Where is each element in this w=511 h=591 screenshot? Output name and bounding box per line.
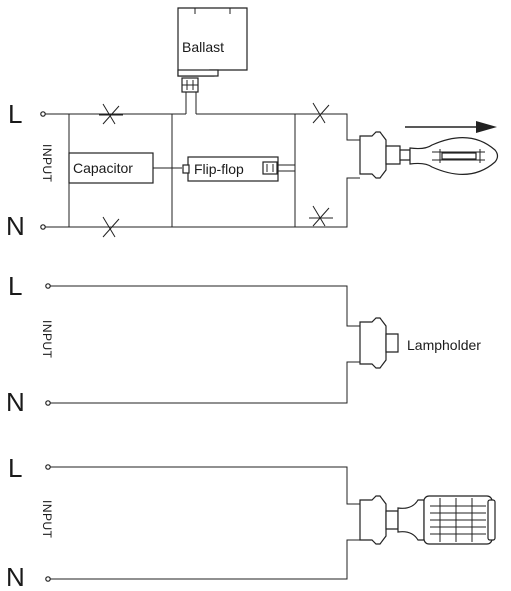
panel1-lampholder [359, 131, 401, 179]
panel3-live-wire [50, 466, 360, 505]
panel1-neutral-label: N [6, 211, 25, 241]
panel1-live-terminal [40, 111, 46, 117]
ballast-connector-pins [182, 80, 198, 90]
panel2-neutral-wire [50, 361, 360, 404]
panel1-neutral-terminal [40, 224, 46, 230]
flipflop-label: Flip-flop [194, 161, 244, 177]
panel-3-led-lamp-wiring: L N INPUT [6, 453, 496, 591]
panel1-switch-markers [99, 102, 333, 238]
panel3-lampholder [359, 495, 399, 545]
panel1-neutral-wire [45, 177, 360, 228]
flipflop-connector-pins [266, 164, 274, 172]
panel2-input-label: INPUT [40, 320, 54, 359]
capacitor-box [68, 152, 154, 184]
panel3-live-terminal [45, 464, 51, 470]
direction-arrow [405, 121, 497, 133]
panel1-live-wire [45, 113, 360, 141]
panel2-live-wire [50, 285, 360, 327]
panel2-live-terminal [45, 283, 51, 289]
panel2-live-label: L [8, 271, 22, 301]
panel3-neutral-wire [50, 539, 360, 580]
hid-lamp-bulb [399, 136, 499, 176]
ballast-leads [185, 92, 197, 114]
panel-2-lampholder-wiring: L N INPUT Lampholder [6, 271, 481, 417]
panel2-neutral-terminal [45, 400, 51, 406]
capacitor-label: Capacitor [73, 160, 133, 176]
panel1-input-label: INPUT [40, 144, 54, 183]
panel-1-full-circuit: L N INPUT Capacitor Flip-flop Ballast [6, 7, 499, 241]
panel3-input-label: INPUT [40, 500, 54, 539]
flipflop-left-connector [182, 164, 190, 174]
flipflop-output-leads [278, 164, 295, 172]
ballast-mount-plate [177, 69, 219, 77]
panel3-neutral-terminal [45, 576, 51, 582]
panel3-neutral-label: N [6, 562, 25, 591]
panel3-live-label: L [8, 453, 22, 483]
ballast-label: Ballast [182, 39, 224, 55]
panel2-neutral-label: N [6, 387, 25, 417]
led-corn-lamp [397, 495, 496, 545]
flipflop-right-connector [262, 161, 278, 175]
ballast-top-slots [194, 8, 231, 14]
panel1-live-label: L [8, 99, 22, 129]
lampholder-label: Lampholder [407, 337, 481, 353]
panel2-lampholder [359, 317, 399, 369]
